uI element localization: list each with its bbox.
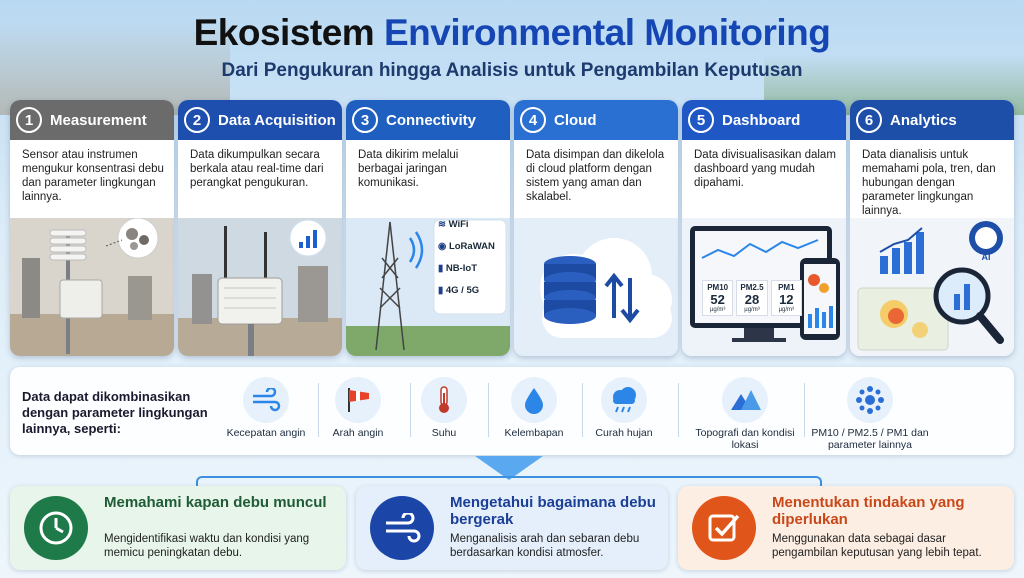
radiation-shield-icon <box>49 229 87 261</box>
divider <box>318 383 319 437</box>
phone-icon <box>800 258 840 340</box>
network-wifi: ≋ WiFi <box>438 219 469 230</box>
metric-tile-pm10: PM10 52 µg/m³ <box>702 280 734 316</box>
param-wind-direction: Arah angin <box>312 377 404 439</box>
analytics-illustration <box>850 218 1014 356</box>
heatmap-icon <box>857 287 949 351</box>
windsock-icon <box>335 377 381 423</box>
ai-badge: AI <box>981 252 991 262</box>
step-header: 3 Connectivity <box>346 100 510 140</box>
param-wind-speed: Kecepatan angin <box>220 377 312 439</box>
param-particulates: PM10 / PM2.5 / PM1 dan parameter lainnya <box>810 377 930 451</box>
step-card-analytics: 6 Analytics Data dianalisis untuk memaha… <box>850 100 1014 356</box>
step-header: 5 Dashboard <box>682 100 846 140</box>
tower-illustration <box>346 218 510 356</box>
outcome-description: Mengidentifikasi waktu dan kondisi yang … <box>104 533 310 559</box>
rain-cloud-icon <box>601 377 647 423</box>
mountain-icon <box>722 377 768 423</box>
droplet-icon <box>511 377 557 423</box>
step-card-measurement: 1 Measurement Sensor atau instrumen meng… <box>10 100 174 356</box>
outcome-title: Menentukan tindakan yang diperlukan <box>772 494 965 528</box>
step-number: 1 <box>16 107 42 133</box>
divider <box>488 383 489 437</box>
outcome-description: Menganalisis arah dan sebaran debu berda… <box>450 533 640 559</box>
checkbox-icon <box>692 496 756 560</box>
step-header: 4 Cloud <box>514 100 678 140</box>
network-cellular: ▮ 4G / 5G <box>438 285 480 296</box>
divider <box>582 383 583 437</box>
step-description: Data dianalisis untuk memahami pola, tre… <box>862 149 996 217</box>
step-number: 2 <box>184 107 210 133</box>
page-title: Ekosistem Environmental Monitoring <box>193 12 831 53</box>
outcome-title: Mengetahui bagaimana debu bergerak <box>450 494 656 528</box>
outcome-required-actions: Menentukan tindakan yang diperlukan Meng… <box>678 486 1014 570</box>
magnifier-icon <box>933 267 1004 344</box>
step-number: 5 <box>688 107 714 133</box>
step-description: Sensor atau instrumen mengukur konsentra… <box>22 149 164 203</box>
step-title: Cloud <box>554 111 597 129</box>
step-title: Data Acquisition <box>218 111 336 129</box>
step-title: Measurement <box>50 111 147 129</box>
industrial-background <box>0 20 230 115</box>
parameters-intro: Data dapat dikombinasikan dengan paramet… <box>22 389 208 436</box>
step-description: Data divisualisasikan dalam dashboard ya… <box>694 149 836 189</box>
step-description: Data disimpan dan dikelola di cloud plat… <box>526 149 665 203</box>
wifi-icon: ≋ <box>438 219 449 230</box>
page-subtitle: Dari Pengukuran hingga Analisis untuk Pe… <box>221 60 803 81</box>
step-number: 6 <box>856 107 882 133</box>
sync-arrows-icon <box>604 272 640 324</box>
database-icon <box>544 256 596 324</box>
step-title: Connectivity <box>386 111 477 129</box>
step-description: Data dikumpulkan secara berkala atau rea… <box>190 149 324 189</box>
divider <box>804 383 805 437</box>
param-temperature: Suhu <box>398 377 490 439</box>
thermometer-icon <box>421 377 467 423</box>
parameters-panel: Data dapat dikombinasikan dengan paramet… <box>10 367 1014 455</box>
outcome-how-dust-moves: Mengetahui bagaimana debu bergerak Menga… <box>356 486 668 570</box>
wind-icon <box>370 496 434 560</box>
step-card-data-acquisition: 2 Data Acquisition Data dikumpulkan seca… <box>178 100 342 356</box>
metric-tile-pm25: PM2.5 28 µg/m³ <box>736 280 768 316</box>
signal-icon: ▮ <box>438 263 446 274</box>
particles-icon <box>847 377 893 423</box>
step-description: Data dikirim melalui berbagai jaringan k… <box>358 149 459 189</box>
metric-tile-pm1: PM1 12 µg/m³ <box>770 280 802 316</box>
logger-illustration <box>178 218 342 356</box>
clock-icon <box>24 496 88 560</box>
network-lorawan: ◉ LoRaWAN <box>438 241 495 252</box>
step-card-cloud: 4 Cloud Data disimpan dan dikelola di cl… <box>514 100 678 356</box>
steps-row: 1 Measurement Sensor atau instrumen meng… <box>10 100 1014 356</box>
lora-icon: ◉ <box>438 241 449 252</box>
outcome-title: Memahami kapan debu muncul <box>104 494 327 511</box>
cell-tower-icon <box>375 221 405 351</box>
signal-icon: ▮ <box>438 285 446 296</box>
step-card-connectivity: 3 Connectivity Data dikirim melalui berb… <box>346 100 510 356</box>
step-card-dashboard: 5 Dashboard Data divisualisasikan dalam … <box>682 100 846 356</box>
divider <box>678 383 679 437</box>
flow-connector <box>196 476 822 486</box>
outcome-description: Menggunakan data sebagai dasar pengambil… <box>772 533 982 559</box>
param-humidity: Kelembapan <box>488 377 580 439</box>
ai-gear-icon <box>969 221 1003 255</box>
sensor-illustration <box>10 217 174 356</box>
step-header: 2 Data Acquisition <box>178 100 342 140</box>
bar-chart-icon <box>879 227 924 274</box>
metric-tiles: PM10 52 µg/m³ PM2.5 28 µg/m³ PM1 12 µg/m… <box>702 280 802 316</box>
wind-icon <box>243 377 289 423</box>
step-header: 1 Measurement <box>10 100 174 140</box>
param-topography: Topografi dan kondisi lokasi <box>690 377 800 451</box>
step-number: 3 <box>352 107 378 133</box>
step-header: 6 Analytics <box>850 100 1014 140</box>
param-rainfall: Curah hujan <box>578 377 670 439</box>
step-title: Dashboard <box>722 111 801 129</box>
signal-bars-icon <box>289 219 327 257</box>
network-list: ≋ WiFi ◉ LoRaWAN ▮ NB-IoT ▮ 4G / 5G <box>438 214 508 296</box>
outcome-when-dust-appears: Memahami kapan debu muncul Mengidentifik… <box>10 486 346 570</box>
step-title: Analytics <box>890 111 957 129</box>
cloud-storage-illustration <box>514 218 678 356</box>
divider <box>410 383 411 437</box>
network-nbiot: ▮ NB-IoT <box>438 263 478 274</box>
step-number: 4 <box>520 107 546 133</box>
